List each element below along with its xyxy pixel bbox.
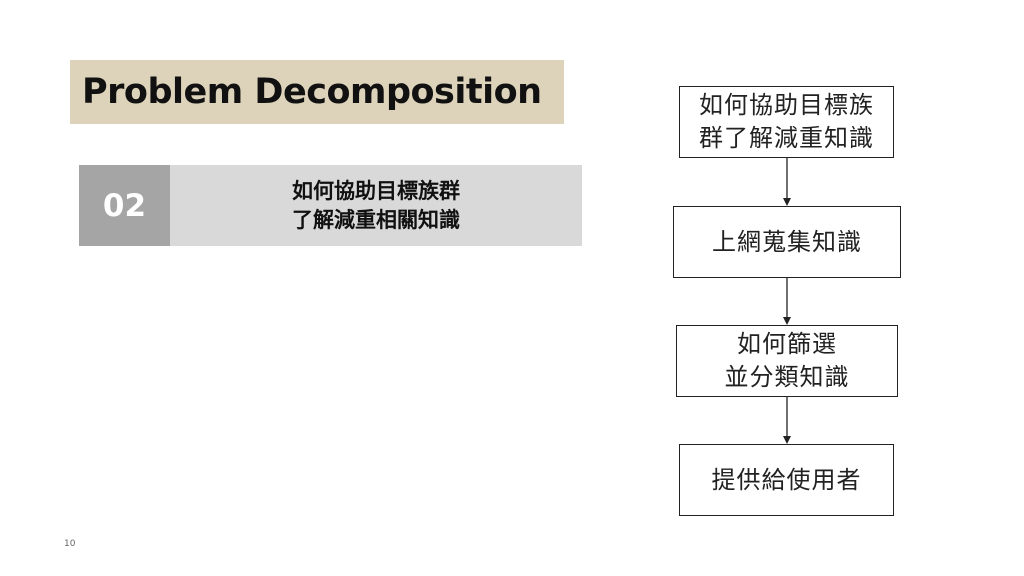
section-label-line2: 了解減重相關知識 bbox=[292, 207, 460, 232]
section-number: 02 bbox=[79, 165, 170, 246]
flow-step-3-line2: 並分類知識 bbox=[724, 363, 850, 391]
flow-step-3-line1: 如何篩選 bbox=[737, 330, 837, 358]
flow-step-1-line1: 如何協助目標族 bbox=[699, 91, 874, 119]
page-number: 10 bbox=[64, 539, 76, 549]
section-label-line1: 如何協助目標族群 bbox=[292, 178, 460, 203]
title-banner: Problem Decomposition bbox=[70, 60, 564, 124]
flow-step-4: 提供給使用者 bbox=[679, 444, 894, 516]
flow-step-1-line2: 群了解減重知識 bbox=[699, 124, 874, 152]
flow-arrowhead-2 bbox=[783, 317, 791, 325]
flow-step-2: 上網蒐集知識 bbox=[673, 206, 901, 278]
slide-title: Problem Decomposition bbox=[82, 72, 542, 112]
flow-step-4-line1: 提供給使用者 bbox=[711, 465, 862, 494]
section-header: 02 如何協助目標族群 了解減重相關知識 bbox=[79, 165, 582, 246]
flow-step-1: 如何協助目標族 群了解減重知識 bbox=[679, 86, 894, 158]
flow-arrowhead-1 bbox=[783, 198, 791, 206]
section-label: 如何協助目標族群 了解減重相關知識 bbox=[170, 165, 582, 246]
flow-step-3: 如何篩選 並分類知識 bbox=[676, 325, 898, 397]
flow-arrowhead-3 bbox=[783, 436, 791, 444]
flow-step-2-line1: 上網蒐集知識 bbox=[712, 227, 862, 256]
